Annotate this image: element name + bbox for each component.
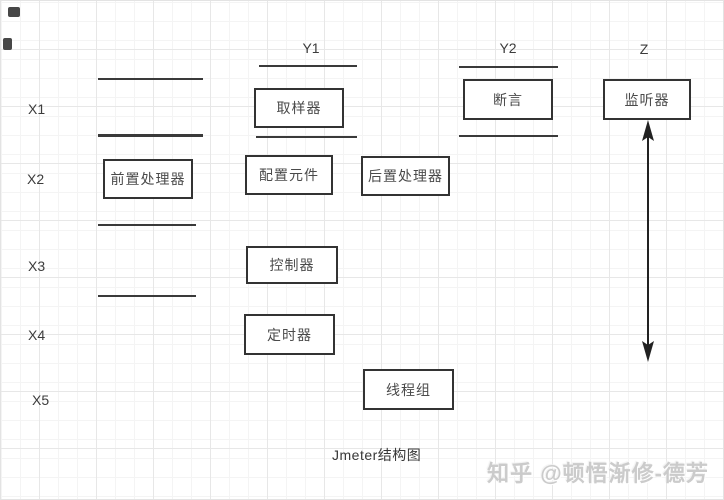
node-pre-processor: 前置处理器 <box>103 159 193 199</box>
node-pre-processor-label: 前置处理器 <box>110 171 186 187</box>
row-label-x1: X1 <box>28 101 46 117</box>
node-thread-group-label: 线程组 <box>386 381 431 398</box>
node-timer: 定时器 <box>244 314 335 355</box>
node-sampler: 取样器 <box>254 88 344 128</box>
node-sampler-label: 取样器 <box>276 100 322 116</box>
node-controller-label: 控制器 <box>269 257 315 273</box>
node-listener-label: 监听器 <box>624 91 670 108</box>
node-assertion: 断言 <box>463 79 553 120</box>
node-assertion-label: 断言 <box>493 91 523 108</box>
y2-underline <box>459 66 558 68</box>
double-arrow-connector <box>642 120 654 362</box>
sampler-underline <box>256 136 357 138</box>
row-label-x4: X4 <box>28 327 46 343</box>
node-post-processor-label: 后置处理器 <box>368 168 443 184</box>
corner-artifact-bottom <box>3 38 12 50</box>
diagram-caption: Jmeter结构图 <box>332 447 422 463</box>
node-config-element-label: 配置元件 <box>259 167 319 183</box>
x1-empty-slot-top-line <box>98 78 203 80</box>
corner-artifact-top <box>8 7 20 17</box>
node-listener: 监听器 <box>603 79 691 120</box>
row-label-x5: X5 <box>32 392 50 408</box>
x1-empty-slot-bottom-line <box>98 134 203 137</box>
assertion-underline <box>459 135 558 137</box>
node-timer-label: 定时器 <box>267 326 312 343</box>
node-post-processor: 后置处理器 <box>361 156 450 196</box>
node-thread-group: 线程组 <box>363 369 454 410</box>
x3-empty-slot-bottom-line <box>98 295 196 297</box>
column-header-y2: Y2 <box>499 40 517 56</box>
node-config-element: 配置元件 <box>245 155 333 195</box>
node-controller: 控制器 <box>246 246 338 284</box>
row-label-x2: X2 <box>27 171 45 187</box>
zhihu-watermark: 知乎 @顿悟渐修-德芳 <box>487 461 709 486</box>
y1-underline <box>259 65 357 67</box>
column-header-z: Z <box>639 41 649 57</box>
x3-empty-slot-top-line <box>98 224 196 226</box>
column-header-y1: Y1 <box>302 40 320 56</box>
row-label-x3: X3 <box>28 258 46 274</box>
